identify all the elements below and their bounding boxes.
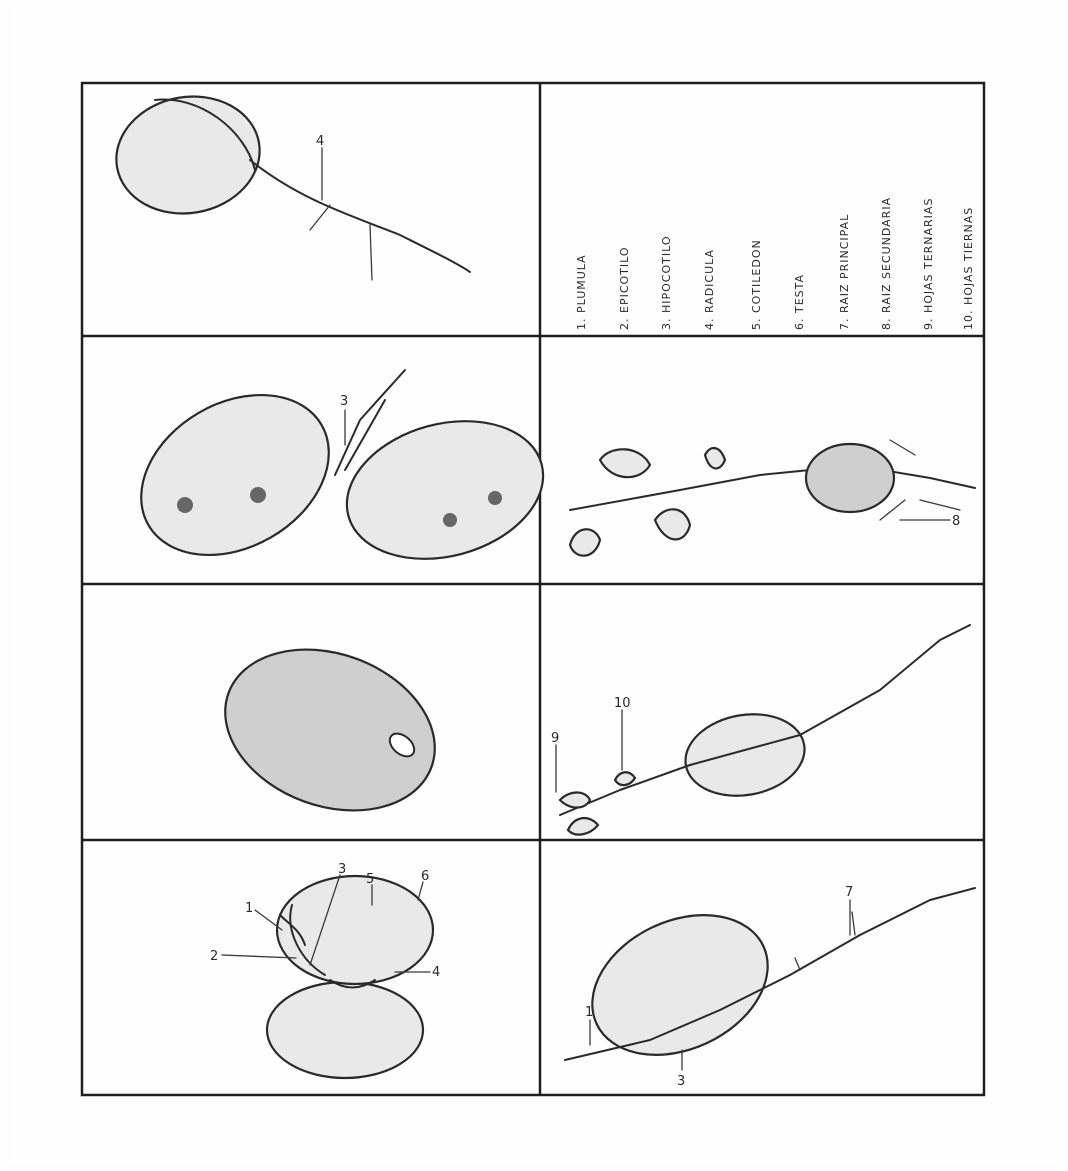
legend-item-6: 6. TESTA — [793, 274, 806, 330]
label-7: 7 — [845, 885, 853, 900]
label-2: 2 — [210, 949, 218, 964]
legend-item-2: 2. EPICOTILO — [618, 246, 631, 330]
label-4b: 4 — [316, 134, 324, 149]
spot-2 — [250, 487, 266, 503]
label-10: 10 — [614, 696, 631, 711]
spot-3 — [443, 513, 457, 527]
legend-item-7: 7. RAIZ PRINCIPAL — [838, 214, 851, 330]
label-6: 6 — [421, 869, 429, 884]
plant-seed — [806, 444, 894, 512]
label-3b: 3 — [340, 394, 348, 409]
label-4: 4 — [432, 965, 440, 980]
legend-item-4: 4. RADICULA — [703, 249, 716, 330]
legend-item-3: 3. HIPOCOTILO — [660, 236, 673, 331]
legend-item-10: 10. HOJAS TIERNAS — [962, 207, 975, 330]
cotyledon-right — [277, 876, 433, 984]
label-9: 9 — [551, 731, 559, 746]
label-3: 3 — [338, 862, 346, 877]
label-3c: 3 — [677, 1074, 685, 1089]
cotyledon-left — [267, 982, 423, 1078]
label-8: 8 — [952, 514, 960, 529]
spot-1 — [177, 497, 193, 513]
label-1: 1 — [245, 901, 253, 916]
label-5: 5 — [366, 872, 374, 887]
spot-4 — [488, 491, 502, 505]
legend-item-5: 5. COTILEDON — [750, 239, 763, 330]
legend-item-9: 9. HOJAS TERNARIAS — [922, 198, 935, 330]
label-1c: 1 — [585, 1005, 593, 1020]
legend-item-8: 8. RAIZ SECUNDARIA — [880, 197, 893, 330]
legend-item-1: 1. PLUMULA — [575, 254, 588, 330]
